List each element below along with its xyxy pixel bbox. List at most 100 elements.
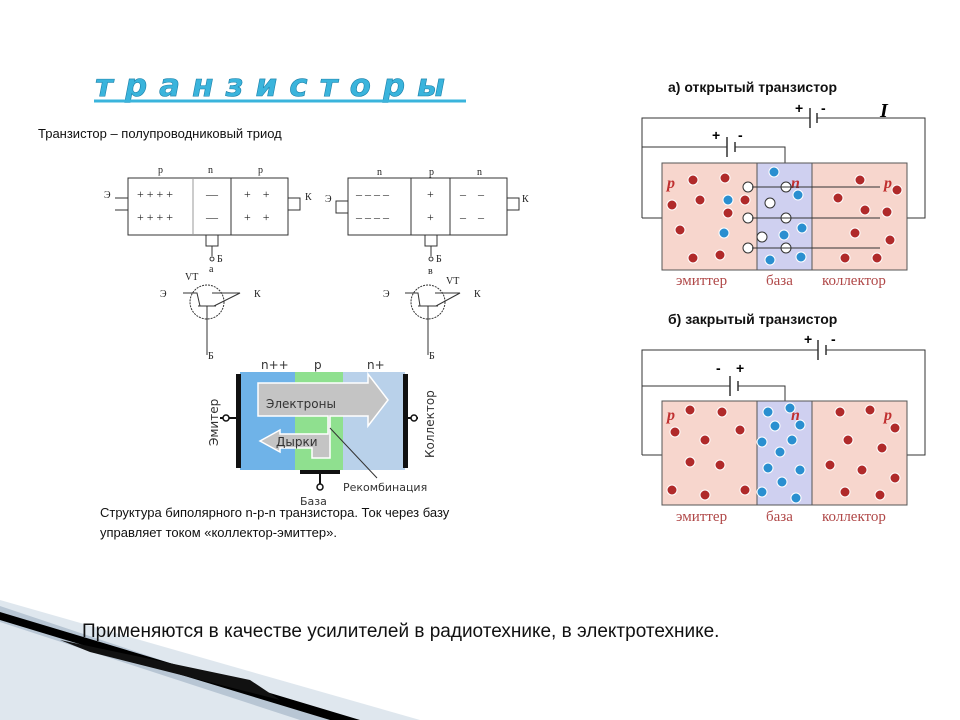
electron-dot [784, 402, 796, 414]
electron-dot [795, 251, 807, 263]
hole-dot [839, 486, 851, 498]
hole-dot [719, 172, 731, 184]
electron-dot [786, 434, 798, 446]
hole-dot [881, 206, 893, 218]
electron-dot [776, 476, 788, 488]
hollow-carrier-dot [756, 231, 768, 243]
hole-dot [839, 252, 851, 264]
svg-text:n: n [791, 407, 800, 424]
svg-text:К: К [305, 192, 312, 203]
hole-dot [666, 199, 678, 211]
hole-dot [666, 484, 678, 496]
svg-text:—: — [205, 187, 219, 201]
electron-dot [764, 254, 776, 266]
svg-text:p: p [665, 407, 675, 424]
svg-text:n: n [791, 175, 800, 192]
svg-text:+ + + +: + + + + [137, 187, 173, 201]
svg-text:База: База [300, 495, 327, 508]
svg-text:Э: Э [104, 190, 111, 201]
electron-dot [762, 406, 774, 418]
electron-dot [792, 189, 804, 201]
svg-text:Б: Б [208, 351, 214, 362]
hole-dot [874, 489, 886, 501]
electron-dot [768, 166, 780, 178]
hole-dot [739, 194, 751, 206]
hole-dot [699, 434, 711, 446]
svg-text:—: — [205, 210, 219, 224]
hole-dot [854, 174, 866, 186]
hole-dot [864, 404, 876, 416]
svg-text:– – – –: – – – – [355, 187, 390, 201]
svg-text:+: + [804, 331, 812, 347]
hole-dot [699, 489, 711, 501]
svg-text:-: - [738, 127, 743, 143]
svg-text:эмиттер: эмиттер [676, 509, 727, 525]
open-transistor-diagram: а) открытый транзистор + - + - I p n p э… [641, 79, 926, 289]
svg-text:Э: Э [160, 289, 167, 300]
hole-dot [871, 252, 883, 264]
svg-text:эмиттер: эмиттер [676, 273, 727, 289]
svg-text:– – – –: – – – – [355, 210, 390, 224]
hollow-carrier-dot [742, 242, 754, 254]
svg-text:К: К [254, 289, 261, 300]
svg-text:+: + [736, 360, 744, 376]
svg-text:+: + [712, 127, 720, 143]
svg-text:К: К [474, 289, 481, 300]
svg-text:-: - [716, 360, 721, 376]
npn-structure: Электроны Дырки Рекомбинация База n++ p … [100, 358, 450, 540]
electron-dot [790, 492, 802, 504]
svg-text:p: p [258, 165, 263, 176]
electron-dot [756, 486, 768, 498]
hole-dot [669, 426, 681, 438]
hole-dot [832, 192, 844, 204]
svg-text:Э: Э [325, 194, 332, 205]
electron-dot [794, 419, 806, 431]
hole-dot [716, 406, 728, 418]
electron-dot [722, 194, 734, 206]
svg-text:p: p [158, 165, 163, 176]
hole-dot [891, 184, 903, 196]
svg-text:n: n [208, 165, 213, 176]
hole-dot [889, 472, 901, 484]
hole-dot [842, 434, 854, 446]
svg-text:I: I [879, 100, 889, 122]
hole-dot [834, 406, 846, 418]
hole-dot [714, 249, 726, 261]
svg-text:+: + [427, 187, 434, 201]
electron-dot [774, 446, 786, 458]
svg-text:VT: VT [185, 272, 198, 283]
svg-text:К: К [522, 194, 529, 205]
slide-title: транзисторы [95, 68, 457, 104]
pnp-diagram: p n p + + + ++ + + + —— + ++ + Э К Б а V… [104, 165, 312, 362]
svg-text:коллектор: коллектор [822, 273, 886, 289]
electron-dot [796, 222, 808, 234]
npn-diagram: n p n – – – –– – – – ++ – –– – Э К Б в V… [325, 167, 529, 362]
hole-dot [849, 227, 861, 239]
svg-text:– –: – – [459, 187, 485, 201]
hole-dot [884, 234, 896, 246]
svg-text:б) закрытый транзистор: б) закрытый транзистор [668, 311, 837, 327]
svg-text:-: - [831, 331, 836, 347]
svg-text:управляет током «коллектор-эми: управляет током «коллектор-эмиттер». [100, 525, 337, 540]
hollow-carrier-dot [742, 181, 754, 193]
svg-text:+ +: + + [244, 210, 270, 224]
hole-dot [734, 424, 746, 436]
svg-text:база: база [766, 509, 793, 525]
svg-text:+ + + +: + + + + [137, 210, 173, 224]
closed-transistor-diagram: б) закрытый транзистор + - - + p n p эми… [641, 311, 926, 525]
svg-text:n: n [377, 167, 382, 178]
hole-dot [859, 204, 871, 216]
svg-text:а) открытый транзистор: а) открытый транзистор [668, 79, 837, 95]
electron-dot [762, 462, 774, 474]
hollow-carrier-dot [742, 212, 754, 224]
footer-text: Применяются в качестве усилителей в ради… [82, 621, 719, 642]
svg-text:Б: Б [429, 351, 435, 362]
svg-text:Рекомбинация: Рекомбинация [343, 481, 427, 494]
svg-text:база: база [766, 273, 793, 289]
svg-text:а: а [209, 264, 214, 275]
hole-dot [687, 174, 699, 186]
svg-text:+: + [795, 100, 803, 116]
hole-dot [684, 456, 696, 468]
svg-text:Структура биполярного n-p-n тр: Структура биполярного n-p-n транзистора.… [100, 505, 450, 520]
